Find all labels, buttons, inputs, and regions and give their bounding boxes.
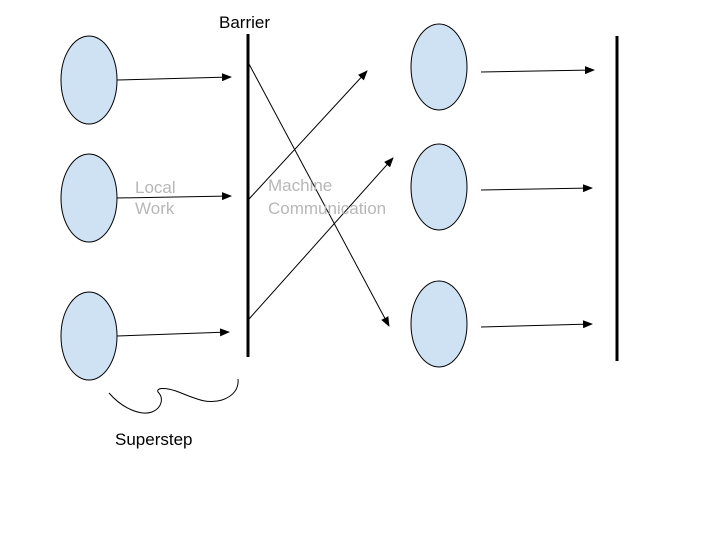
processor-node-left-3 <box>60 291 118 381</box>
processor-node-right-1 <box>410 23 468 111</box>
local-work-arrow-6 <box>480 320 593 329</box>
superstep-label: Superstep <box>115 430 193 449</box>
communication-arrow-mid-up <box>248 70 368 200</box>
processor-node-right-2 <box>410 143 468 231</box>
local-work-arrow-4 <box>480 66 595 75</box>
machine-communication-label-line1: Machine <box>268 176 332 195</box>
communication-arrow-top-down <box>248 63 390 327</box>
local-work-arrow-2 <box>116 192 232 201</box>
local-work-label-line1: Local <box>135 178 176 197</box>
local-work-arrow-1 <box>116 73 232 82</box>
processor-node-right-3 <box>410 280 468 368</box>
processor-node-left-1 <box>60 35 118 125</box>
local-work-label-line2: Work <box>135 199 175 218</box>
local-work-arrow-3 <box>116 328 230 337</box>
communication-arrow-bottom-up <box>248 157 394 320</box>
local-work-arrow-5 <box>480 184 593 193</box>
machine-communication-label-line2: Communication <box>268 199 386 218</box>
superstep-brace <box>108 378 239 414</box>
barrier-label: Barrier <box>219 13 270 32</box>
processor-node-left-2 <box>60 153 118 243</box>
